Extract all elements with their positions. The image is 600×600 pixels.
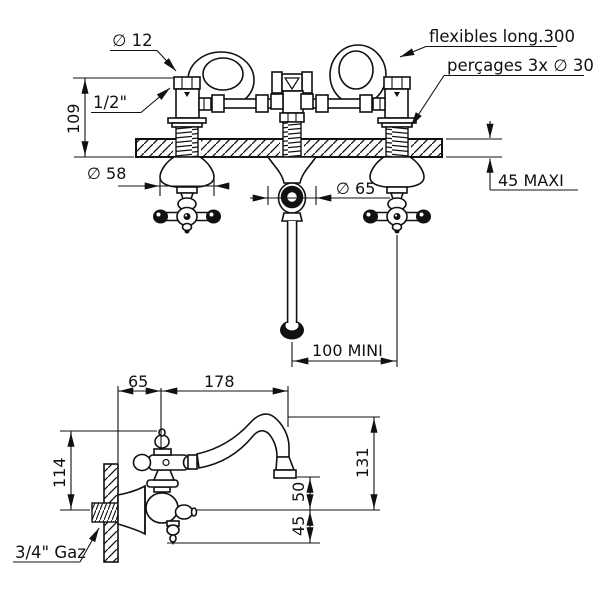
callout-dia12: ∅ 12 <box>110 31 177 72</box>
dim-178-label: 178 <box>204 372 235 391</box>
dim-131: 131 <box>353 417 378 510</box>
dim-50-label: 50 <box>289 482 308 502</box>
flexibles-label: flexibles long.300 <box>429 27 575 46</box>
dia12-label: ∅ 12 <box>112 31 153 50</box>
dim-45: 45 <box>289 510 314 543</box>
center-spout <box>266 156 318 340</box>
dim-45-label: 45 <box>289 516 308 536</box>
top-view: 109 ∅ 12 1/2" flexibles long.300 perçage… <box>64 27 594 367</box>
side-view: 65 178 114 131 <box>13 372 380 563</box>
dim-100-mini: 100 MINI <box>291 235 398 367</box>
dim-50: 50 <box>289 477 314 510</box>
dim-dia65: ∅ 65 <box>250 179 390 205</box>
center-mixer-body <box>270 71 314 158</box>
flexible-hose-right <box>329 44 387 106</box>
side-reference-lines <box>167 416 380 544</box>
dim-65-178: 65 178 <box>117 372 289 463</box>
callout-percages: perçages 3x ∅ 30 <box>410 56 594 127</box>
dim-45-maxi: 45 MAXI <box>446 121 578 191</box>
flexible-hose-left <box>187 51 255 109</box>
left-handle-trim <box>152 156 222 235</box>
callout-half-inch: 1/2" <box>91 87 171 114</box>
dim-131-label: 131 <box>353 447 372 478</box>
half-inch-label: 1/2" <box>93 93 127 112</box>
dim-109: 109 <box>64 77 174 158</box>
callout-flexibles: flexibles long.300 <box>399 27 575 58</box>
wall-nipple <box>91 502 119 523</box>
dia65-label: ∅ 65 <box>336 179 375 198</box>
side-spout <box>187 413 297 479</box>
callout-gaz: 3/4" Gaz <box>13 527 100 563</box>
percages-label: perçages 3x ∅ 30 <box>447 56 594 75</box>
gaz-label: 3/4" Gaz <box>15 543 86 562</box>
dim-114: 114 <box>50 430 157 511</box>
maxi45-label: 45 MAXI <box>498 171 564 190</box>
side-faucet-body <box>117 428 198 545</box>
dim-109-label: 109 <box>64 103 83 134</box>
mini100-label: 100 MINI <box>312 341 383 360</box>
dim-114-label: 114 <box>50 457 69 488</box>
dim-65-label: 65 <box>128 372 148 391</box>
dim-dia58: ∅ 58 <box>87 164 230 196</box>
dia58-label: ∅ 58 <box>87 164 126 183</box>
